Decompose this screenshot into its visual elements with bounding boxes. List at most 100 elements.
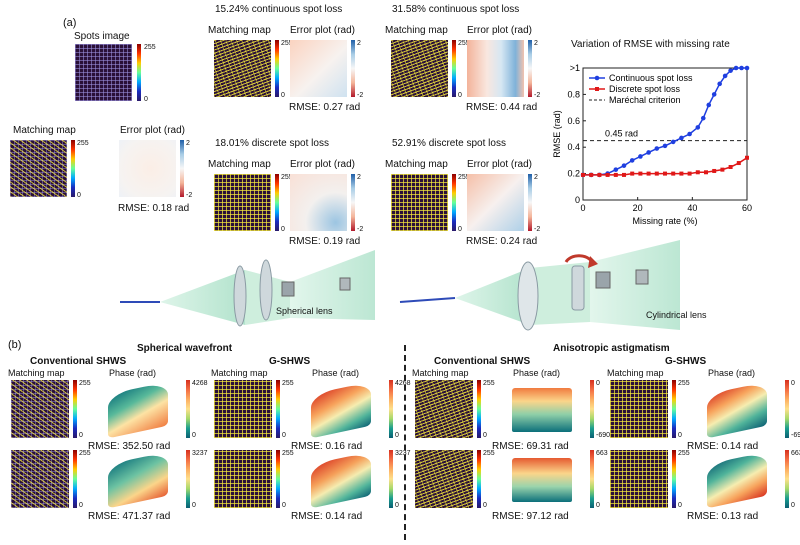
case-error-plot <box>290 174 347 231</box>
data-point <box>720 167 725 172</box>
data-point <box>638 171 643 176</box>
matching-colorbar <box>672 450 676 508</box>
panel-divider <box>404 345 406 540</box>
case-error-colorbar <box>528 174 532 231</box>
case-matching-colorbar <box>452 40 456 97</box>
chart-title: Variation of RMSE with missing rate <box>571 39 730 50</box>
phase-rmse: RMSE: 352.50 rad <box>88 441 171 452</box>
matching-map <box>610 380 668 438</box>
cb-min: 0 <box>458 226 462 233</box>
case-error-plot <box>467 174 524 231</box>
data-point <box>736 161 741 166</box>
case-error-title: Error plot (rad) <box>467 25 533 36</box>
phase-cb-min: 0 <box>192 502 196 509</box>
data-point <box>621 163 627 168</box>
phase-cb-min: 0 <box>395 432 399 439</box>
phase-cb-max: 663 <box>791 450 800 457</box>
phase-colorbar <box>186 450 190 508</box>
method-title: G-SHWS <box>665 356 707 367</box>
cb-min: 0 <box>678 502 682 509</box>
phase-cb-min: -690 <box>791 432 800 439</box>
case-matching-map <box>391 174 448 231</box>
matching-map <box>610 450 668 508</box>
base-error-colorbar <box>180 140 184 197</box>
cb-max: 255 <box>282 380 294 387</box>
x-tick-label: 60 <box>742 203 752 213</box>
data-point <box>712 168 717 173</box>
cb-max: 255 <box>458 40 470 47</box>
data-point <box>728 165 733 169</box>
cb-2: 2 <box>357 174 361 181</box>
data-point <box>711 92 717 97</box>
phase-cb-max: 4268 <box>395 380 411 387</box>
case-title: 15.24% continuous spot loss <box>215 4 343 15</box>
y-tick-label: 0 <box>575 195 580 205</box>
beam-left-out <box>290 250 375 320</box>
matching-colorbar <box>477 380 481 438</box>
panel-a-label: (a) <box>63 17 77 29</box>
data-point <box>745 155 749 160</box>
case-matching-map <box>391 40 448 97</box>
phase-colorbar <box>389 380 393 438</box>
phase-cb-min: 0 <box>395 502 399 509</box>
data-point <box>589 172 594 177</box>
marechal-value-label: 0.45 rad <box>605 129 638 139</box>
phase-cb-max: 0 <box>791 380 795 387</box>
case-error-title: Error plot (rad) <box>290 159 356 170</box>
plot-frame <box>582 67 748 201</box>
beam-left-in <box>160 270 245 325</box>
y-tick-label: 0.4 <box>567 142 580 152</box>
x-axis-label: Missing rate (%) <box>632 216 697 226</box>
method-title: G-SHWS <box>269 356 311 367</box>
phase-colorbar <box>785 380 789 438</box>
phase-colorbar <box>785 450 789 508</box>
cb-min: 0 <box>282 432 286 439</box>
data-point <box>654 146 660 151</box>
legend-marker <box>595 87 599 91</box>
phase-cb-max: 0 <box>596 380 600 387</box>
data-point <box>597 172 602 177</box>
cb-2: 2 <box>534 174 538 181</box>
matching-map-title: Matching map <box>8 368 65 378</box>
y-tick-label: >1 <box>570 63 580 73</box>
x-tick-label: 40 <box>687 203 697 213</box>
base-matching-map <box>10 140 67 197</box>
data-point <box>706 102 712 108</box>
cb-max: 255 <box>483 380 495 387</box>
matching-colorbar <box>276 450 280 508</box>
case-matching-title: Matching map <box>385 25 448 36</box>
phase-surface <box>512 458 572 502</box>
data-point <box>739 65 744 71</box>
matching-map <box>11 450 69 508</box>
data-point <box>662 143 668 149</box>
base-matching-title: Matching map <box>13 125 76 136</box>
phase-cb-min: 0 <box>791 502 795 509</box>
case-error-colorbar <box>351 174 355 231</box>
case-matching-colorbar <box>452 174 456 231</box>
case-matching-map <box>214 174 271 231</box>
data-point <box>695 125 701 130</box>
cb-max: 255 <box>281 174 293 181</box>
data-point <box>717 81 722 87</box>
phase-title: Phase (rad) <box>109 368 157 378</box>
matching-map-title: Matching map <box>607 368 664 378</box>
data-point <box>638 154 643 159</box>
matching-map <box>415 380 473 438</box>
base-error-plot <box>119 140 176 197</box>
phase-surface <box>512 388 572 432</box>
spots-cb-max: 255 <box>144 44 156 51</box>
cb-max: 255 <box>282 450 294 457</box>
data-point <box>671 171 676 176</box>
cb-max: 255 <box>79 380 91 387</box>
phase-colorbar <box>389 450 393 508</box>
phase-rmse: RMSE: 97.12 rad <box>492 511 569 522</box>
matching-colorbar <box>73 450 77 508</box>
cb-m2: -2 <box>186 192 193 199</box>
case-matching-title: Matching map <box>385 159 448 170</box>
cylindrical-lens-2 <box>571 265 585 311</box>
data-point <box>646 171 651 176</box>
data-point <box>670 139 676 145</box>
phase-cb-max: 3237 <box>395 450 411 457</box>
cb-max: 255 <box>77 140 89 147</box>
